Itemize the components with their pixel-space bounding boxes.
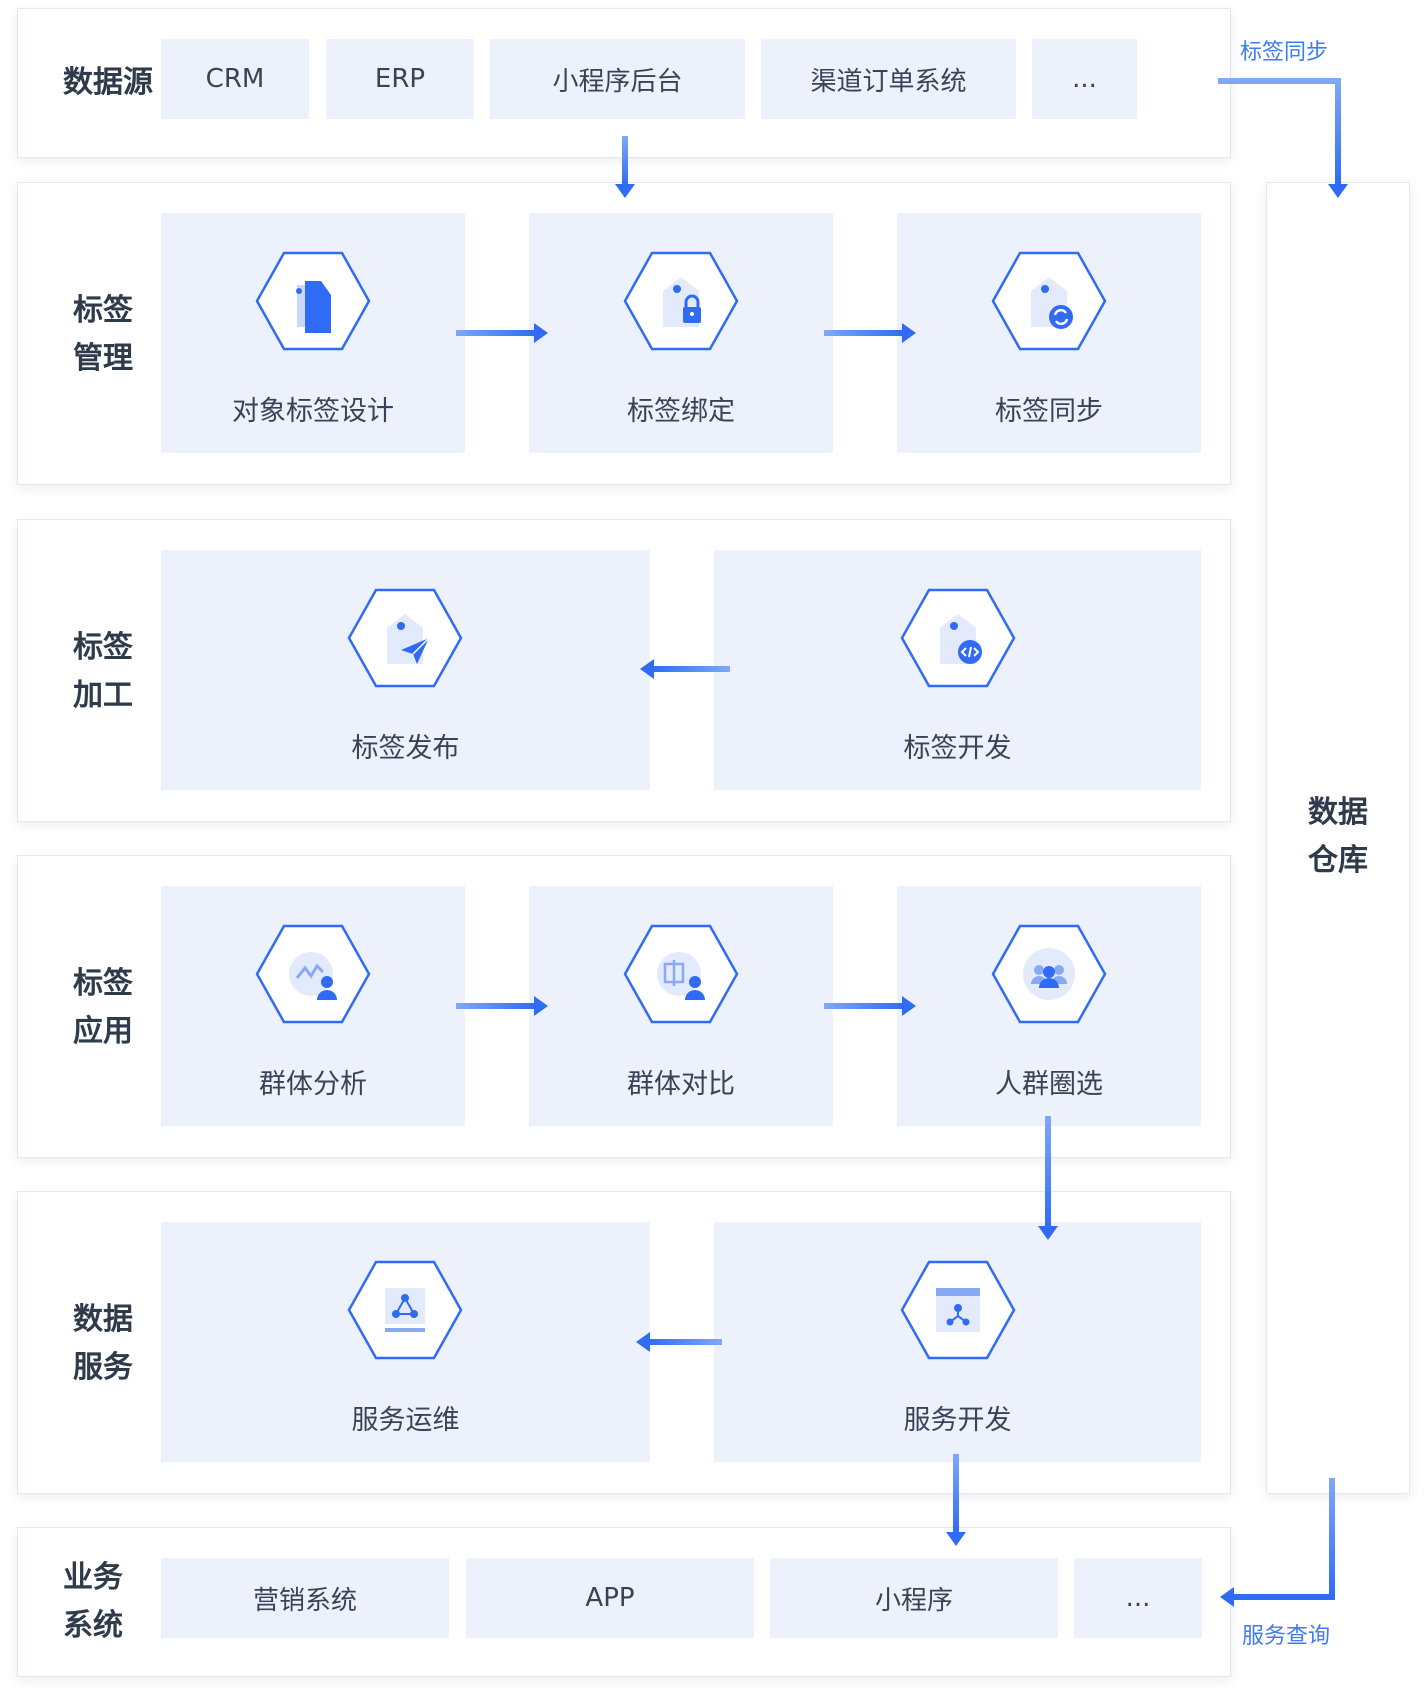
label-line: 数据 xyxy=(73,1302,133,1337)
label-line: 数据 xyxy=(1308,795,1368,830)
card-service-development: 服务开发 xyxy=(714,1222,1201,1462)
label-line: 标签 xyxy=(73,293,133,328)
data-warehouse-label: 数据 仓库 xyxy=(1283,789,1393,885)
business-system-label: 业务 系统 xyxy=(38,1554,148,1650)
label-line: 管理 xyxy=(73,341,133,376)
card-tag-binding: 标签绑定 xyxy=(529,213,833,453)
card-crowd-selection: 人群圈选 xyxy=(897,886,1201,1126)
service-ops-icon xyxy=(347,1260,463,1360)
label-line: 标签 xyxy=(73,630,133,665)
tag-application-label: 标签 应用 xyxy=(48,960,158,1056)
tag-management-label: 标签 管理 xyxy=(48,287,158,383)
label-line: 标签 xyxy=(73,966,133,1001)
service-query-side-label: 服务查询 xyxy=(1242,1624,1331,1649)
card-label: 标签发布 xyxy=(351,733,460,764)
source-chip-channel-order-system: 渠道订单系统 xyxy=(761,39,1016,119)
card-label: 群体分析 xyxy=(259,1069,367,1100)
card-tag-publish: 标签发布 xyxy=(161,550,650,790)
label-line: 系统 xyxy=(63,1608,123,1643)
card-service-ops: 服务运维 xyxy=(161,1222,650,1462)
tag-management-panel: 标签 管理 对象标签设计 标签绑定 标签同步 xyxy=(17,182,1231,485)
tag-processing-label: 标签 加工 xyxy=(48,624,158,720)
service-dev-icon xyxy=(900,1260,1016,1360)
tag-publish-icon xyxy=(347,588,463,688)
card-tag-sync: 标签同步 xyxy=(897,213,1201,453)
tag-sync-icon xyxy=(991,251,1107,351)
card-label: 服务运维 xyxy=(351,1405,460,1436)
label-line: 服务 xyxy=(73,1350,133,1385)
data-source-label: 数据源 xyxy=(48,59,168,107)
card-label: 标签同步 xyxy=(995,396,1103,427)
arrow-tag-sync-to-warehouse xyxy=(1218,78,1348,198)
tag-code-icon xyxy=(900,588,1016,688)
card-object-tag-design: 对象标签设计 xyxy=(161,213,465,453)
card-label: 群体对比 xyxy=(627,1069,735,1100)
tag-design-icon xyxy=(255,251,371,351)
data-warehouse-panel: 数据 仓库 xyxy=(1266,182,1410,1494)
tag-processing-panel: 标签 加工 标签发布 标签开发 xyxy=(17,519,1231,822)
business-chip-miniprogram: 小程序 xyxy=(770,1558,1058,1638)
data-service-label: 数据 服务 xyxy=(48,1296,158,1392)
card-label: 人群圈选 xyxy=(995,1069,1103,1100)
label-line: 数据源 xyxy=(63,65,153,100)
label-line: 加工 xyxy=(73,678,133,713)
label-line: 应用 xyxy=(73,1014,133,1049)
source-chip-miniprogram-backend: 小程序后台 xyxy=(490,39,745,119)
business-system-panel: 业务 系统 营销系统 APP 小程序 ... xyxy=(17,1527,1231,1677)
label-line: 业务 xyxy=(63,1560,123,1595)
source-chip-crm: CRM xyxy=(161,39,309,119)
card-label: 对象标签设计 xyxy=(232,396,394,427)
group-analysis-icon xyxy=(255,924,371,1024)
business-chip-app: APP xyxy=(466,1558,754,1638)
card-group-analysis: 群体分析 xyxy=(161,886,465,1126)
group-compare-icon xyxy=(623,924,739,1024)
data-service-panel: 数据 服务 服务运维 服务开发 xyxy=(17,1191,1231,1494)
crowd-select-icon xyxy=(991,924,1107,1024)
arrow-warehouse-to-business xyxy=(1220,1478,1335,1607)
tag-lock-icon xyxy=(623,251,739,351)
business-chip-more: ... xyxy=(1074,1558,1202,1638)
label-line: 仓库 xyxy=(1308,843,1368,878)
card-label: 服务开发 xyxy=(903,1405,1012,1436)
data-source-panel: 数据源 CRM ERP 小程序后台 渠道订单系统 ... xyxy=(17,8,1231,158)
source-chip-more: ... xyxy=(1032,39,1137,119)
tag-application-panel: 标签 应用 群体分析 群体对比 xyxy=(17,855,1231,1158)
card-label: 标签绑定 xyxy=(627,396,735,427)
business-chip-marketing: 营销系统 xyxy=(161,1558,449,1638)
tag-sync-side-label: 标签同步 xyxy=(1240,40,1329,65)
card-label: 标签开发 xyxy=(903,733,1012,764)
source-chip-erp: ERP xyxy=(326,39,474,119)
card-tag-development: 标签开发 xyxy=(714,550,1201,790)
card-group-compare: 群体对比 xyxy=(529,886,833,1126)
